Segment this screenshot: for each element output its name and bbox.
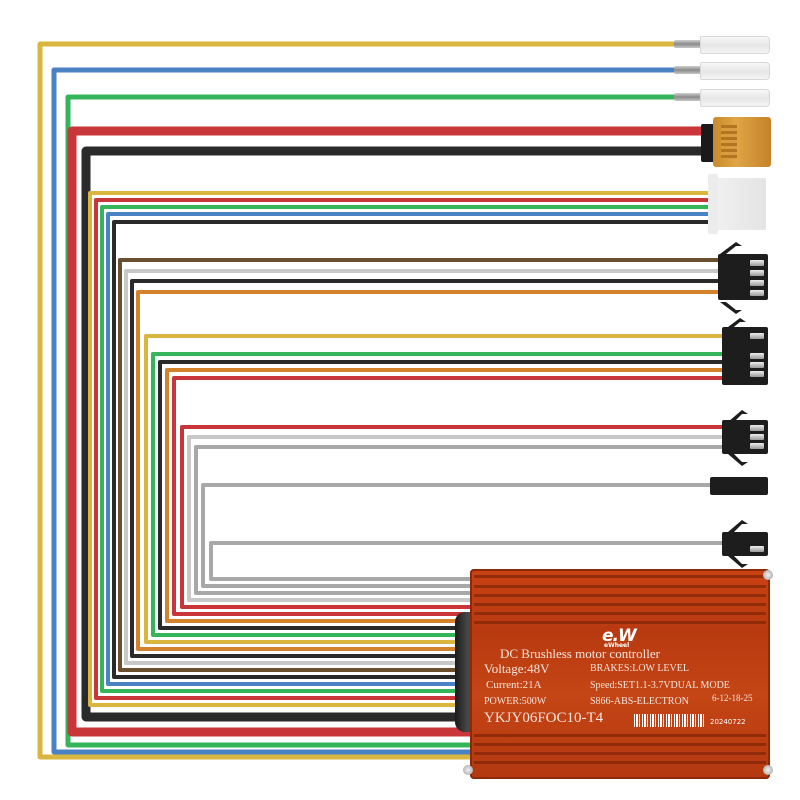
sm3-latch-icon	[728, 410, 748, 466]
power-spec: POWER:500W	[484, 696, 547, 707]
wire-sm4-brown	[118, 258, 720, 672]
wire-sm2-female-grey	[209, 541, 722, 581]
bullet-terminal	[674, 93, 724, 101]
mounting-screw-icon	[763, 570, 773, 580]
sm3-connector[interactable]	[722, 420, 768, 454]
heatsink-fin	[474, 761, 766, 764]
heatsink-fin	[474, 621, 766, 624]
connector-pin	[750, 290, 764, 296]
connector-pin	[750, 362, 764, 368]
heatsink-fin	[474, 734, 766, 737]
speed-spec: Speed:SET1.1-3.7VDUAL MODE	[590, 680, 730, 691]
wire-hall-blue	[106, 212, 710, 686]
wire-sm4-black	[130, 279, 720, 658]
sm5-latch-icon	[724, 318, 746, 330]
bullet-connector-yellow[interactable]	[660, 36, 770, 54]
wire-sm3-grey1	[187, 435, 722, 602]
bullet-sleeve	[700, 36, 770, 54]
wire-sm3-red	[180, 425, 722, 609]
connector-pin	[750, 371, 764, 377]
electron-spec-sup: 6-12-18-25	[712, 693, 753, 703]
wire-sm3-grey2	[194, 445, 722, 595]
controller-title: DC Brushless motor controller	[500, 646, 660, 661]
heatsink-fin	[474, 752, 766, 755]
bullet-terminal	[674, 40, 724, 48]
bullet-sleeve	[700, 62, 770, 80]
ewheel-logo: e.W	[602, 626, 637, 646]
wire-hall-green	[100, 205, 710, 693]
wire-sm5-yellow	[144, 334, 722, 644]
ewheel-logo-subtext: eWheel	[604, 642, 630, 649]
wire-sm4-grey	[124, 269, 720, 665]
sm4-latch-icon	[720, 242, 742, 314]
xt60-battery-connector[interactable]	[713, 117, 771, 167]
wire-sm2-male-grey	[201, 483, 712, 588]
wire-phase-blue	[51, 67, 690, 755]
connector-pin	[750, 425, 764, 431]
sm2-male-connector[interactable]	[710, 477, 768, 495]
barcode-date: 20240722	[710, 718, 746, 726]
brakes-spec: BRAKES:LOW LEVEL	[590, 663, 689, 674]
xt60-grip-ribs	[721, 125, 737, 159]
heatsink-fin	[474, 612, 766, 615]
wire-battery-black	[81, 146, 705, 722]
model-number: YKJY06FOC10-T4	[484, 710, 604, 726]
wire-sm5-black	[158, 360, 722, 630]
bullet-terminal	[674, 66, 724, 74]
current-spec: Current:21A	[486, 679, 542, 691]
connector-pin	[750, 443, 764, 449]
voltage-spec: Voltage:48V	[484, 661, 550, 676]
heatsink-fin	[474, 594, 766, 597]
wire-sm5-red	[172, 376, 722, 616]
bullet-connector-green[interactable]	[660, 89, 770, 107]
wire-hall-yellow	[88, 191, 710, 707]
mounting-screw-icon	[763, 765, 773, 775]
connector-pin	[750, 546, 764, 552]
sm2-latch-icon	[728, 520, 748, 568]
wire-sm5-green	[151, 352, 722, 637]
sm2-female-connector[interactable]	[722, 532, 768, 556]
barcode	[634, 714, 706, 727]
electron-spec: S866-ABS-ELECTRON	[590, 696, 689, 707]
jst-flange	[708, 174, 718, 234]
heatsink-fin	[474, 575, 766, 578]
wire-sm4-orange	[136, 290, 720, 651]
heatsink-fin	[474, 743, 766, 746]
connector-pin	[750, 353, 764, 359]
connector-pin	[750, 270, 764, 276]
heatsink-fin	[474, 603, 766, 606]
bullet-connector-blue[interactable]	[660, 62, 770, 80]
wire-battery-red	[67, 126, 705, 737]
connector-pin	[750, 260, 764, 266]
connector-pin	[750, 280, 764, 286]
mounting-screw-icon	[463, 765, 473, 775]
wire-hall-black	[112, 220, 710, 679]
bullet-sleeve	[700, 89, 770, 107]
motor-controller-housing: e.W eWheel DC Brushless motor controller…	[470, 569, 770, 779]
sm5-connector[interactable]	[722, 327, 768, 385]
connector-pin	[750, 333, 764, 339]
wire-phase-yellow	[37, 41, 690, 760]
connector-pin	[750, 434, 764, 440]
xt60-collar	[701, 124, 715, 162]
heatsink-fin	[474, 585, 766, 588]
sm4-connector[interactable]	[718, 254, 768, 300]
wire-sm5-orange	[165, 368, 722, 623]
wire-hall-red	[94, 198, 710, 700]
